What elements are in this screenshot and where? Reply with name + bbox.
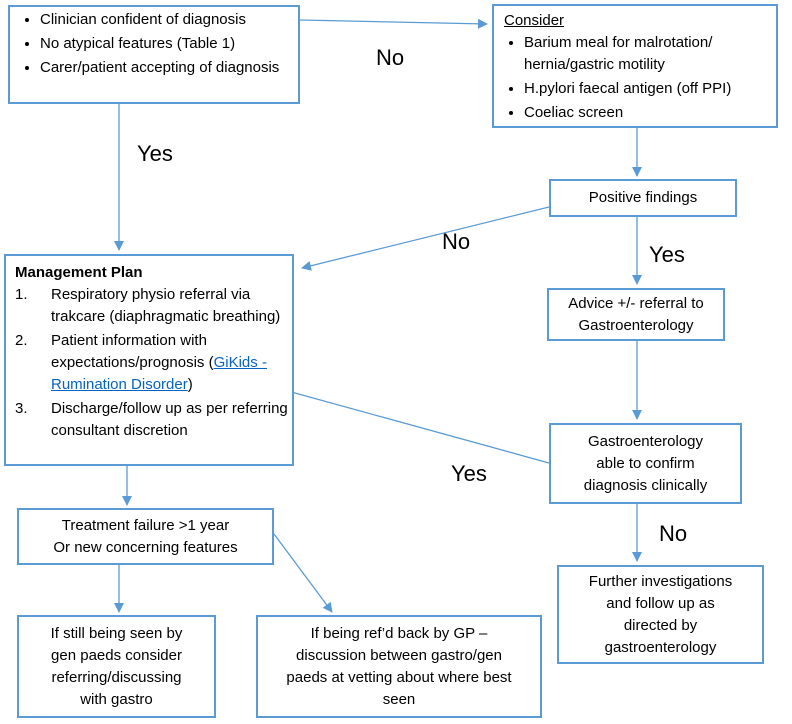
arrow-treatment-to-refd-back xyxy=(273,533,333,613)
further-line: Further investigations xyxy=(588,572,733,590)
still-seen-line: with gastro xyxy=(80,690,153,708)
arrow-initial-to-consider xyxy=(299,18,488,29)
initial-item: Carer/patient accepting of diagnosis xyxy=(40,57,292,79)
initial-item: No atypical features (Table 1) xyxy=(40,33,292,55)
management-item: 2. Patient information with expectations… xyxy=(15,330,288,396)
management-item-number: 2. xyxy=(15,332,28,349)
consider-item: H.pylori faecal antigen (off PPI) xyxy=(524,78,770,100)
refd-back-box: If being ref’d back by GP – discussion b… xyxy=(256,615,542,718)
still-seen-line: referring/discussing xyxy=(51,668,182,686)
treatment-failure-line: Treatment failure >1 year xyxy=(61,516,230,534)
management-plan-box: Management Plan 1. Respiratory physio re… xyxy=(4,254,294,466)
further-investigations-box: Further investigations and follow up as … xyxy=(557,565,764,664)
further-line: and follow up as xyxy=(606,594,715,612)
advice-referral-box: Advice +/- referral to Gastroenterology xyxy=(547,288,725,341)
management-item-number: 1. xyxy=(15,286,28,303)
consider-item: Coeliac screen xyxy=(524,102,770,124)
advice-line: Advice +/- referral to xyxy=(568,294,704,312)
arrow-gastro-to-management xyxy=(283,387,550,464)
label-no-mid: No xyxy=(442,229,471,254)
positive-findings-box: Positive findings xyxy=(549,179,737,217)
management-item-number: 3. xyxy=(15,400,28,417)
label-yes-right: Yes xyxy=(649,242,685,267)
gastro-confirm-line: Gastroenterology xyxy=(587,432,704,450)
label-yes-left: Yes xyxy=(137,141,173,166)
label-no-top: No xyxy=(376,45,405,70)
initial-criteria-box: Clinician confident of diagnosis No atyp… xyxy=(8,5,300,104)
management-item-text: Patient information with expectations/pr… xyxy=(51,330,288,396)
advice-line: Gastroenterology xyxy=(578,316,694,334)
label-yes-lower: Yes xyxy=(451,461,487,486)
refd-back-line: If being ref’d back by GP – xyxy=(310,624,488,642)
initial-item: Clinician confident of diagnosis xyxy=(40,9,292,31)
further-line: directed by xyxy=(623,616,698,634)
gastro-confirm-line: able to confirm xyxy=(596,454,695,472)
further-line: gastroenterology xyxy=(604,638,717,656)
consider-item: Barium meal for malrotation/ hernia/gast… xyxy=(524,32,770,76)
gastro-confirm-box: Gastroenterology able to confirm diagnos… xyxy=(549,423,742,504)
management-item-text: Discharge/follow up as per referring con… xyxy=(51,400,288,439)
treatment-failure-box: Treatment failure >1 year Or new concern… xyxy=(17,508,274,565)
arrow-positive-to-management xyxy=(301,206,550,271)
positive-findings-text: Positive findings xyxy=(588,189,698,206)
still-seen-line: If still being seen by xyxy=(50,624,183,642)
gikids-rumination-link[interactable]: GiKids - Rumination Disorder xyxy=(51,354,267,393)
refd-back-line: seen xyxy=(382,690,416,708)
management-item-text-before: Patient information with expectations/pr… xyxy=(51,332,214,371)
management-item-text: Respiratory physio referral via trakcare… xyxy=(51,286,281,325)
still-seen-box: If still being seen by gen paeds conside… xyxy=(17,615,216,718)
consider-box: Consider Barium meal for malrotation/ he… xyxy=(492,4,778,128)
treatment-failure-line: Or new concerning features xyxy=(53,538,238,556)
consider-title: Consider xyxy=(504,12,565,29)
management-item-text-after: ) xyxy=(187,376,193,393)
refd-back-line: discussion between gastro/gen xyxy=(296,646,502,664)
still-seen-line: gen paeds consider xyxy=(51,646,182,664)
management-item: 3. Discharge/follow up as per referring … xyxy=(15,398,288,442)
management-item: 1. Respiratory physio referral via trakc… xyxy=(15,284,288,328)
refd-back-line: paeds at vetting about where best xyxy=(286,668,512,686)
label-no-bottom: No xyxy=(659,521,688,546)
management-title: Management Plan xyxy=(15,264,143,281)
gastro-confirm-line: diagnosis clinically xyxy=(583,476,708,494)
